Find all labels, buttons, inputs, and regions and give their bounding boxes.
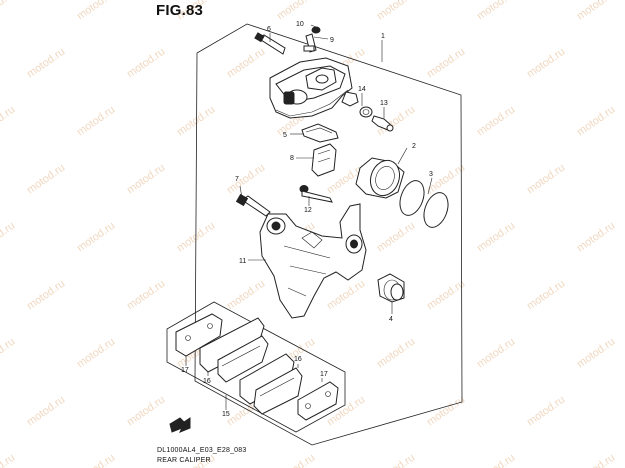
figure-name: REAR CALIPER [157,457,211,464]
callout-1: 1 [381,33,385,40]
watermark-text: motod.ru [425,46,467,81]
watermark-text: motod.ru [475,220,517,255]
figure-code: DL1000AL4_E03_E28_083 [157,447,247,454]
watermark-text: motod.ru [125,162,167,197]
watermark-text: motod.ru [575,220,617,255]
watermark-text: motod.ru [475,104,517,139]
brake-pad-right[interactable] [239,353,303,415]
watermark-text: motod.ru [375,336,417,371]
pad-shim-right[interactable] [297,381,339,421]
watermark-text: motod.ru [0,104,17,139]
watermark-text: motod.ru [575,452,617,468]
callout-16-right: 16 [294,356,302,363]
watermark-text: motod.ru [175,104,217,139]
watermark-text: motod.ru [75,104,117,139]
watermark-text: motod.ru [0,452,17,468]
watermark-text: motod.ru [125,278,167,313]
pad-spring[interactable] [301,123,339,143]
callout-15: 15 [222,411,230,418]
watermark-text: motod.ru [475,336,517,371]
pad-clip[interactable] [311,143,337,177]
watermark-text: motod.ru [225,278,267,313]
callout-3: 3 [429,171,433,178]
watermark-text: motod.ru [25,162,67,197]
leader-lines [185,24,433,410]
watermark-text: motod.ru [275,0,317,22]
pad-shim-left[interactable] [175,313,223,357]
watermark-text: motod.ru [525,46,567,81]
callout-10: 10 [296,21,304,28]
watermark-text: motod.ru [75,336,117,371]
callout-16-left: 16 [203,378,211,385]
watermark-text: motod.ru [125,394,167,429]
watermark-text: motod.ru [75,0,117,22]
watermark-text: motod.ru [575,336,617,371]
callout-8: 8 [290,155,294,162]
callout-labels: 1 2 3 4 5 6 7 8 9 10 11 12 13 14 15 16 1… [181,21,433,418]
watermark-text: motod.ru [75,220,117,255]
callout-17-left: 17 [181,367,189,374]
watermark-text: motod.ru [0,336,17,371]
figure-title: FIG.83 [156,2,204,19]
watermark-text: motod.ru [225,162,267,197]
watermark-text: motod.ru [375,452,417,468]
watermark-text: motod.ru [575,0,617,22]
caliper-body[interactable] [269,57,359,119]
assembly-frame [194,23,463,446]
front-arrow-icon [169,417,191,433]
pad-set-frame [166,301,346,433]
slide-pin[interactable] [371,115,394,132]
callout-4: 4 [389,316,393,323]
slide-pin-boot[interactable] [359,106,373,118]
watermark-text: motod.ru [325,278,367,313]
watermark-text: motod.ru [375,0,417,22]
callout-5: 5 [283,132,287,139]
watermark-text: motod.ru [525,394,567,429]
watermark-text: motod.ru [275,452,317,468]
callout-13: 13 [380,100,388,107]
watermark-text: motod.ru [375,220,417,255]
callout-12: 12 [304,207,312,214]
bracket-boot[interactable] [377,273,405,303]
brake-pad-left[interactable] [199,317,269,383]
watermark-text: motod.ru [475,452,517,468]
watermark-text: motod.ru [25,278,67,313]
watermark-text: motod.ru [25,394,67,429]
callout-17-right: 17 [320,371,328,378]
watermark-text: motod.ru [225,46,267,81]
caliper-bracket[interactable] [259,203,367,319]
watermark-text: motod.ru [525,278,567,313]
callout-2: 2 [412,143,416,150]
callout-6: 6 [267,26,271,33]
watermark-text: motod.ru [425,278,467,313]
bleeder-bolt[interactable] [254,32,286,55]
watermark-text: motod.ru [0,0,17,22]
callout-9: 9 [330,37,334,44]
watermark-text: motod.ru [75,452,117,468]
mounting-bolt[interactable] [235,193,271,217]
watermark-text: motod.ru [125,46,167,81]
watermark-text: motod.ru [25,46,67,81]
watermark-text: motod.ru [575,104,617,139]
piston[interactable] [355,156,405,199]
callout-11: 11 [239,258,246,265]
watermark-text: motod.ru [0,220,17,255]
watermark-text: motod.ru [525,162,567,197]
watermark-text: motod.ru [475,0,517,22]
callout-7: 7 [235,176,239,183]
piston-seal-set[interactable] [396,177,453,230]
bleeder-valve[interactable] [303,26,321,53]
pin-bolt[interactable] [299,185,333,203]
callout-14: 14 [358,86,366,93]
